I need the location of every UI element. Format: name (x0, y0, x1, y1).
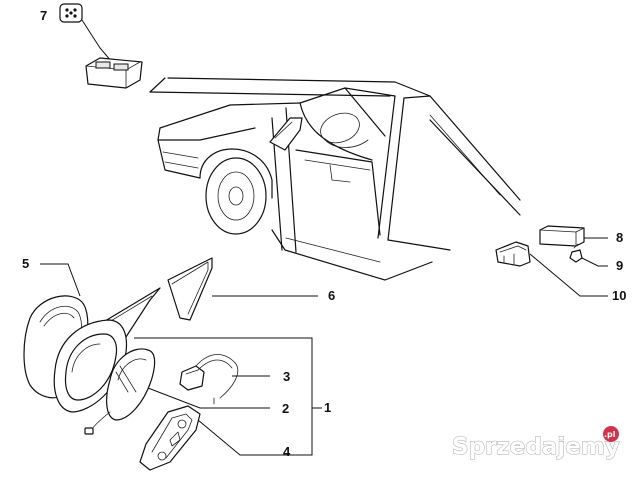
watermark-logo: Sprzedajemy .pl (452, 426, 620, 461)
callout-3: 3 (283, 369, 290, 384)
callout-9: 9 (616, 258, 623, 273)
callout-4: 4 (283, 444, 291, 459)
part-4-mirror-base (139, 405, 270, 471)
part-2-mirror-glass (84, 348, 270, 435)
callout-1: 1 (324, 400, 331, 415)
part-3-mirror-motor (179, 354, 270, 405)
watermark-badge (603, 426, 619, 442)
callout-10: 10 (612, 288, 626, 303)
callout-7: 7 (40, 8, 47, 23)
part-10-bracket (495, 241, 608, 297)
callout-6: 6 (328, 288, 335, 303)
car-body-outline (149, 77, 521, 281)
part-8-control-unit (539, 225, 608, 247)
callout-5: 5 (22, 256, 29, 271)
part-6-triangle-trim (167, 257, 318, 321)
part-7-mirror-switch (59, 3, 143, 89)
watermark-text: Sprzedajemy (452, 434, 620, 460)
watermark-suffix: .pl (604, 430, 616, 439)
callout-8: 8 (616, 230, 623, 245)
callout-2: 2 (282, 401, 289, 416)
part-9-clip (569, 243, 608, 267)
